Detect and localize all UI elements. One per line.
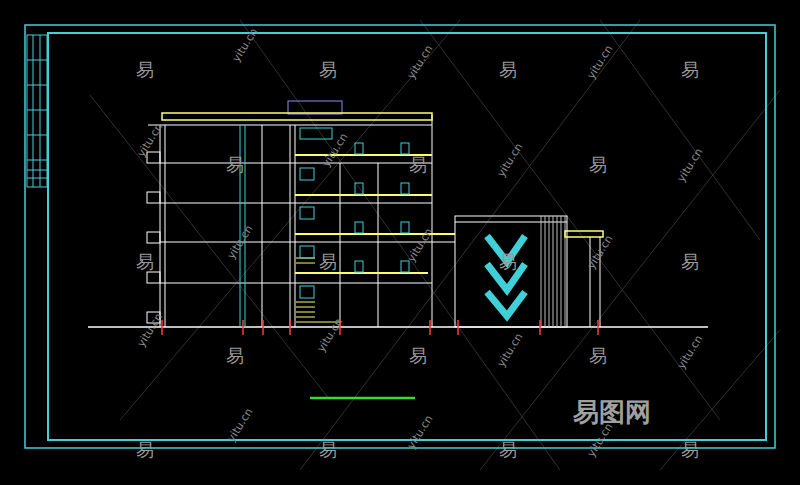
watermark: 易: [499, 61, 517, 79]
watermark: 易: [681, 253, 699, 271]
watermark: 易: [136, 441, 154, 459]
watermark: 易: [681, 441, 699, 459]
watermark: 易: [319, 253, 337, 271]
watermark: 易: [136, 253, 154, 271]
watermark: 易: [226, 347, 244, 365]
watermark: 易: [499, 441, 517, 459]
watermark: 易: [409, 156, 427, 174]
watermark: 易: [681, 61, 699, 79]
watermark: 易: [589, 347, 607, 365]
watermark: 易: [319, 61, 337, 79]
watermark: 易: [136, 61, 154, 79]
watermark: 易: [499, 253, 517, 271]
watermark: 易: [226, 156, 244, 174]
watermark: 易: [589, 156, 607, 174]
watermark: 易: [319, 441, 337, 459]
watermark: 易图网: [573, 399, 651, 425]
watermark: 易: [409, 347, 427, 365]
